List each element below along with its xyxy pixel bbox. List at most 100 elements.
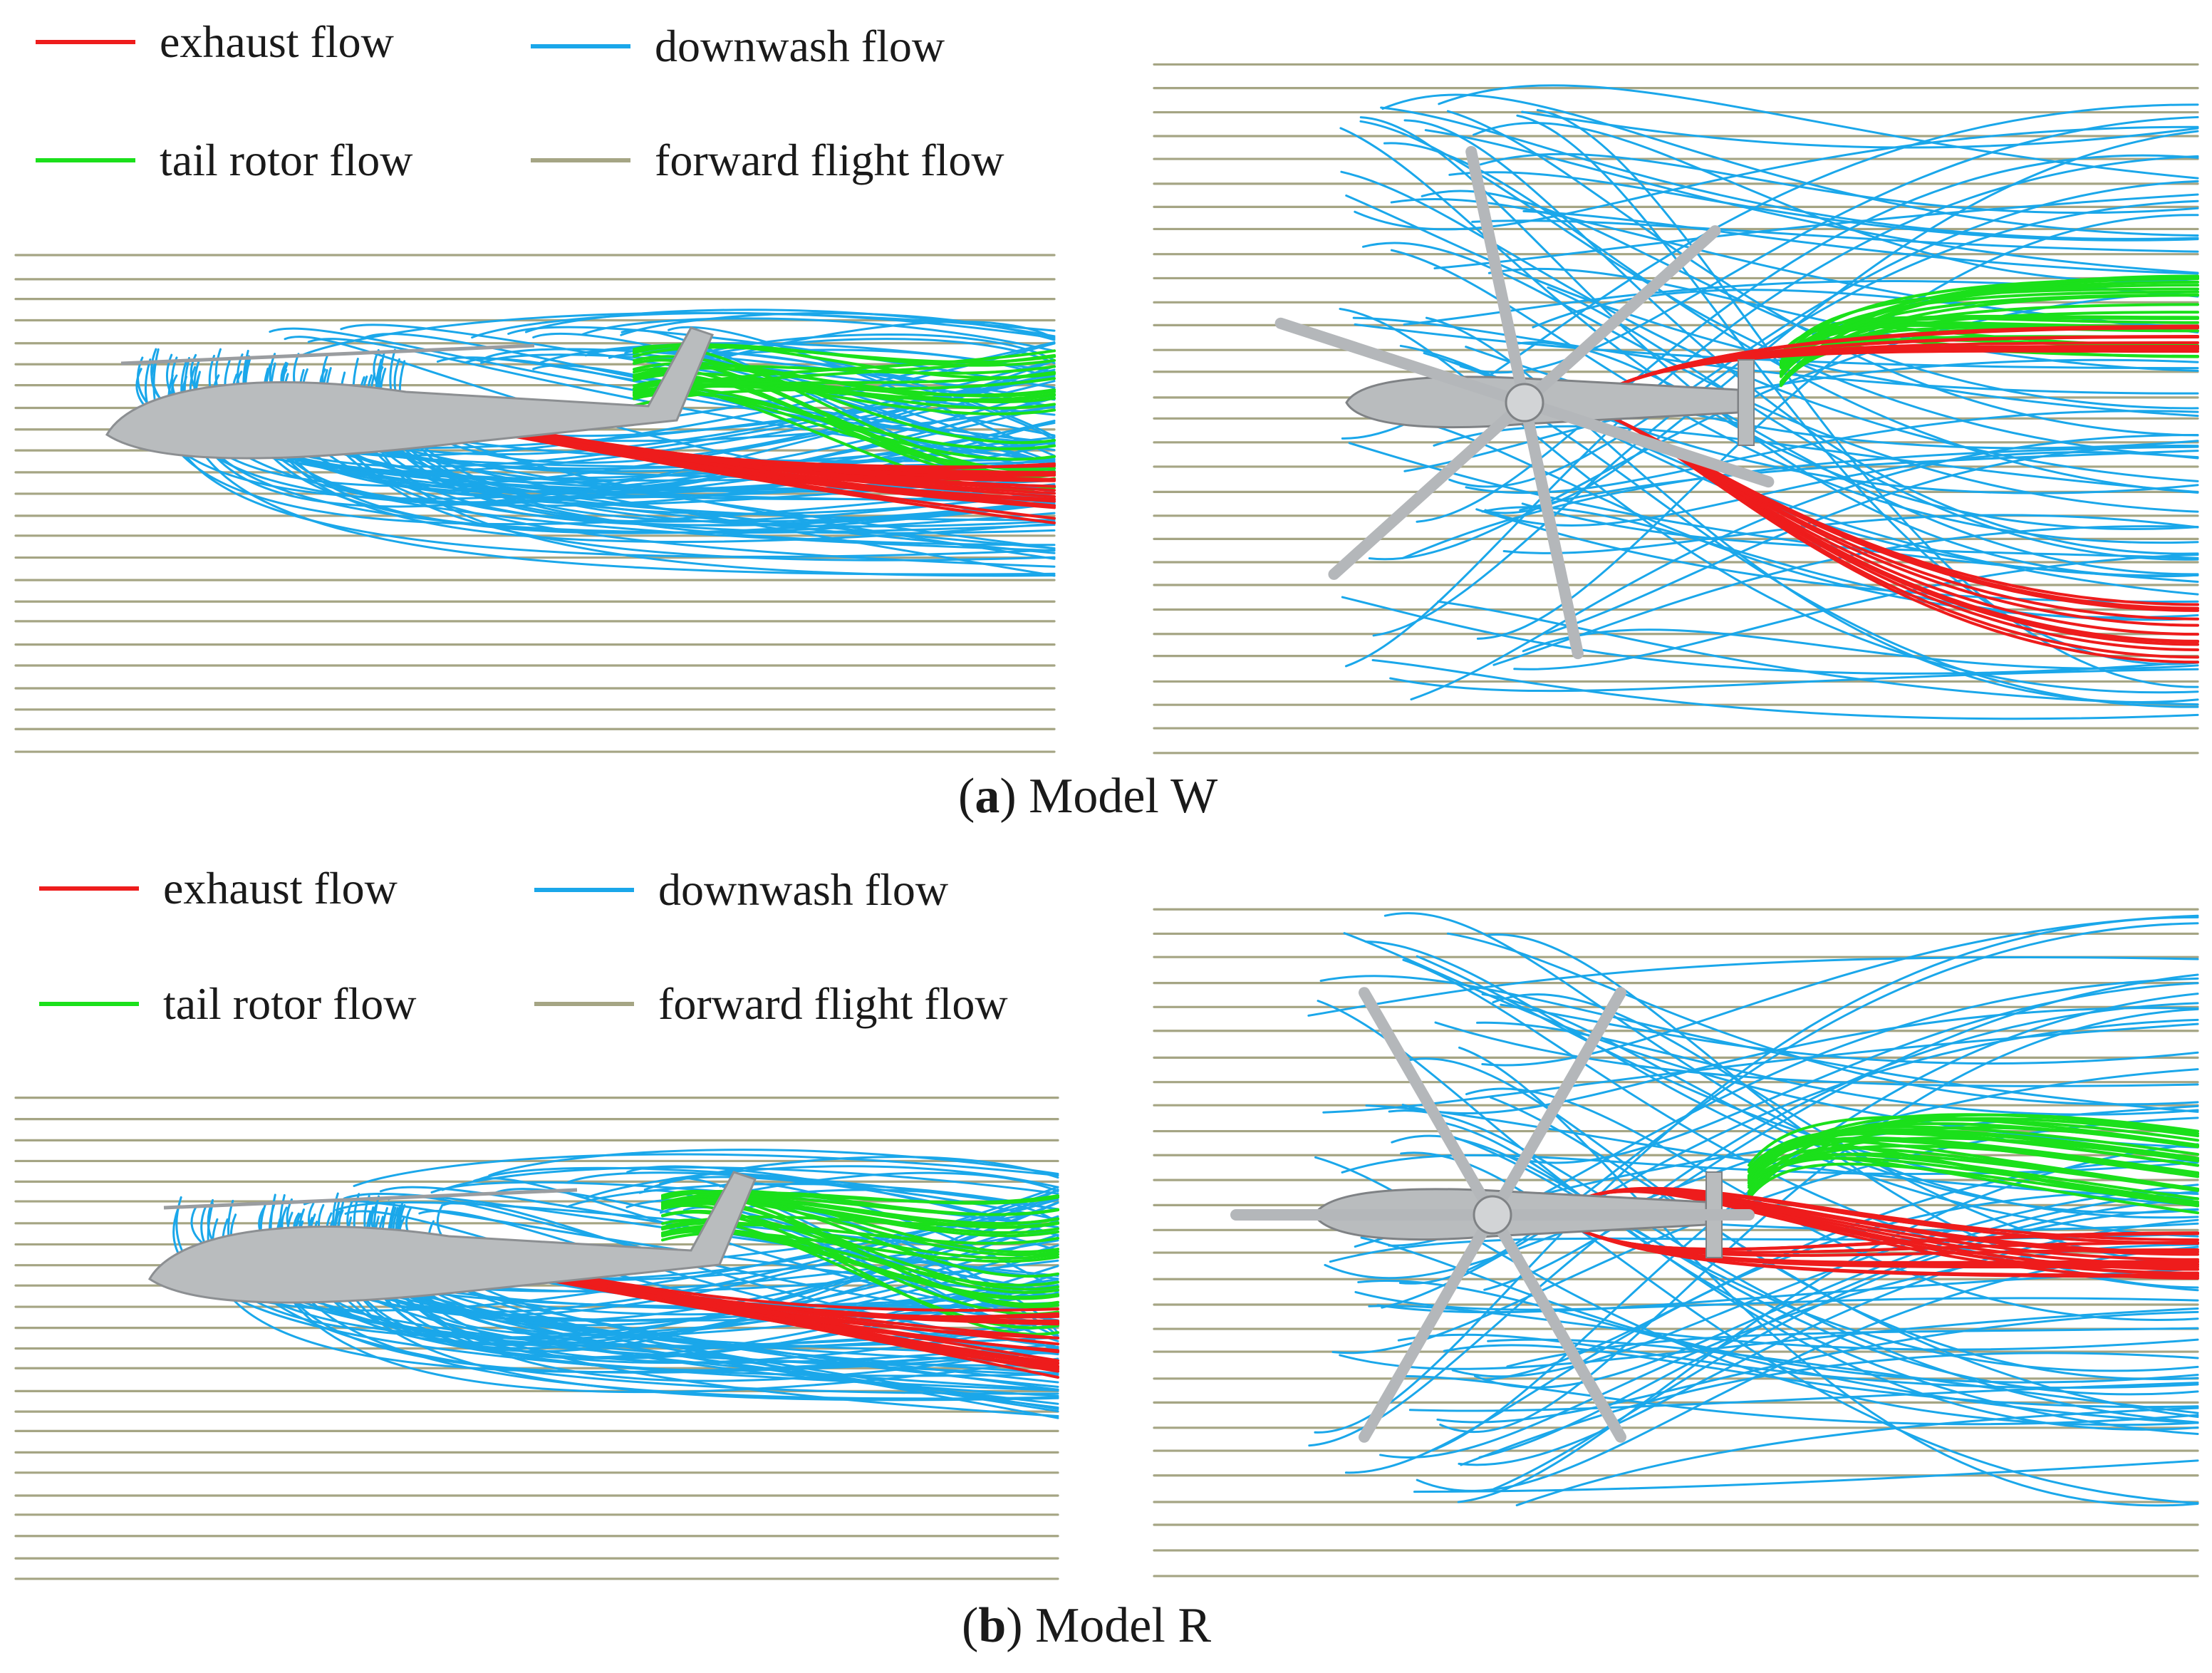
- downwash-streamline: [1506, 1327, 2199, 1368]
- downwash-streamline: [1436, 1310, 2199, 1424]
- downwash-streamline: [335, 1201, 1059, 1258]
- downwash-streamline: [584, 347, 1056, 409]
- legend-tail-rotor-b: tail rotor flow: [39, 978, 416, 1030]
- exhaust-streamline: [1577, 1228, 2199, 1257]
- rotor-blade: [1487, 987, 1626, 1221]
- downwash-streamline: [1481, 914, 2199, 1067]
- downwash-streamline: [1425, 316, 2199, 703]
- legend-downwash-b: downwash flow: [534, 864, 948, 916]
- downwash-streamline: [1398, 922, 2199, 1285]
- caption-b: (b) Model R: [962, 1598, 1212, 1653]
- downwash-streamline: [1383, 142, 2199, 494]
- rotor-blade: [1274, 317, 1530, 408]
- downwash-streamline: [1360, 1236, 2199, 1384]
- downwash-streamline: [1314, 1156, 2199, 1426]
- downwash-streamline: [494, 1188, 1059, 1293]
- legend-label: tail rotor flow: [163, 978, 417, 1029]
- legend-label: forward flight flow: [658, 978, 1008, 1029]
- legend-tail-rotor-a: tail rotor flow: [36, 134, 412, 187]
- tail-rotor-streamline: [1748, 1136, 2199, 1198]
- downwash-streamline: [1391, 1134, 2199, 1396]
- legend-label: exhaust flow: [163, 863, 398, 913]
- downwash-streamline: [1460, 1352, 2199, 1466]
- rotor-blade: [120, 343, 535, 366]
- tail-rotor-streamline: [1780, 276, 2199, 363]
- downwash-streamline: [1352, 316, 2199, 395]
- downwash-streamline: [1371, 659, 2199, 720]
- rotor-blade: [163, 1188, 578, 1210]
- tail-rotor-streamline: [661, 1203, 1059, 1336]
- exhaust-streamline: [1577, 1187, 2199, 1245]
- legend-label: forward flight flow: [655, 135, 1004, 185]
- tail-rotor-streamline: [661, 1191, 1059, 1205]
- rotor-blade: [1519, 225, 1721, 408]
- downwash-streamline: [1361, 242, 2199, 513]
- downwash-streamline: [1380, 106, 2199, 240]
- downwash-streamline: [1319, 975, 2199, 1113]
- tail-rotor-streamline: [661, 1201, 1059, 1291]
- legend-forward-flight-a: forward flight flow: [531, 134, 1004, 187]
- downwash-streamline: [659, 1176, 1059, 1238]
- downwash-streamline: [1341, 596, 2199, 675]
- rotor-blade: [1465, 145, 1530, 408]
- downwash-streamline: [1434, 1021, 2199, 1087]
- panel-b-side-view: [14, 1097, 1059, 1580]
- downwash-streamline: [1357, 1279, 2199, 1424]
- downwash-streamline: [1515, 1407, 2199, 1507]
- rotor-blade: [1487, 1209, 1626, 1443]
- legend-forward-flight-b: forward flight flow: [534, 978, 1008, 1030]
- tail-rotor-streamline: [661, 1190, 1059, 1278]
- caption-letter: a: [975, 769, 1000, 824]
- downwash-streamline: [1451, 1183, 2199, 1378]
- downwash-streamline: [1522, 628, 2199, 670]
- downwash-streamline: [1481, 993, 2199, 1214]
- downwash-streamline: [1492, 525, 2199, 666]
- exhaust-swatch: [36, 40, 135, 44]
- tail-rotor-streamline: [1780, 314, 2199, 364]
- downwash-streamline: [1354, 1290, 2199, 1311]
- downwash-streamline: [1344, 1191, 2199, 1474]
- panel-a-top-view: [1153, 63, 2199, 755]
- downwash-streamline: [1505, 982, 2199, 1164]
- downwash-streamline: [1481, 506, 2199, 621]
- rotor-blade: [1328, 397, 1530, 580]
- downwash-streamline: [1408, 1382, 2199, 1412]
- downwash-streamline: [1473, 1190, 2199, 1389]
- downwash-streamline: [441, 1166, 1059, 1195]
- legend-label: downwash flow: [655, 21, 945, 71]
- tail-rotor-streamline: [661, 1200, 1059, 1238]
- caption-letter: b: [978, 1598, 1007, 1653]
- tail-rotor-streamline: [1780, 287, 2199, 358]
- rotor-hub: [1505, 383, 1544, 423]
- legend-exhaust-b: exhaust flow: [39, 862, 398, 915]
- tail-rotor-swatch: [39, 1002, 139, 1006]
- tail-rotor-swatch: [36, 158, 135, 162]
- downwash-streamline: [1402, 1374, 2199, 1426]
- downwash-streamline: [1401, 445, 2199, 559]
- downwash-streamline: [1436, 1120, 2199, 1431]
- downwash-streamline: [1536, 109, 2199, 688]
- rotor-blade: [1519, 397, 1584, 660]
- downwash-streamline: [1403, 119, 2199, 555]
- downwash-streamline: [1478, 1197, 2199, 1459]
- rotor-blade: [1359, 987, 1498, 1221]
- downwash-streamline: [135, 368, 1056, 554]
- downwash-streamline: [1413, 1459, 2199, 1493]
- downwash-swatch: [534, 888, 634, 892]
- downwash-streamline: [353, 1153, 1059, 1187]
- downwash-streamline: [1443, 1344, 2199, 1408]
- downwash-streamline: [269, 327, 1056, 446]
- downwash-streamline: [488, 1149, 1059, 1177]
- downwash-streamline: [1446, 932, 2199, 1106]
- tail-rotor-streamline: [661, 1198, 1059, 1257]
- downwash-streamline: [1452, 1136, 2199, 1372]
- panel-b-top-view: [1153, 908, 2199, 1578]
- downwash-streamline: [1438, 84, 2199, 180]
- downwash-streamline: [1345, 194, 2199, 418]
- tail-rotor-blade: [1738, 359, 1755, 446]
- downwash-streamline: [581, 317, 1056, 353]
- tail-rotor-streamline: [1748, 1125, 2199, 1177]
- downwash-streamline: [1500, 1003, 2199, 1065]
